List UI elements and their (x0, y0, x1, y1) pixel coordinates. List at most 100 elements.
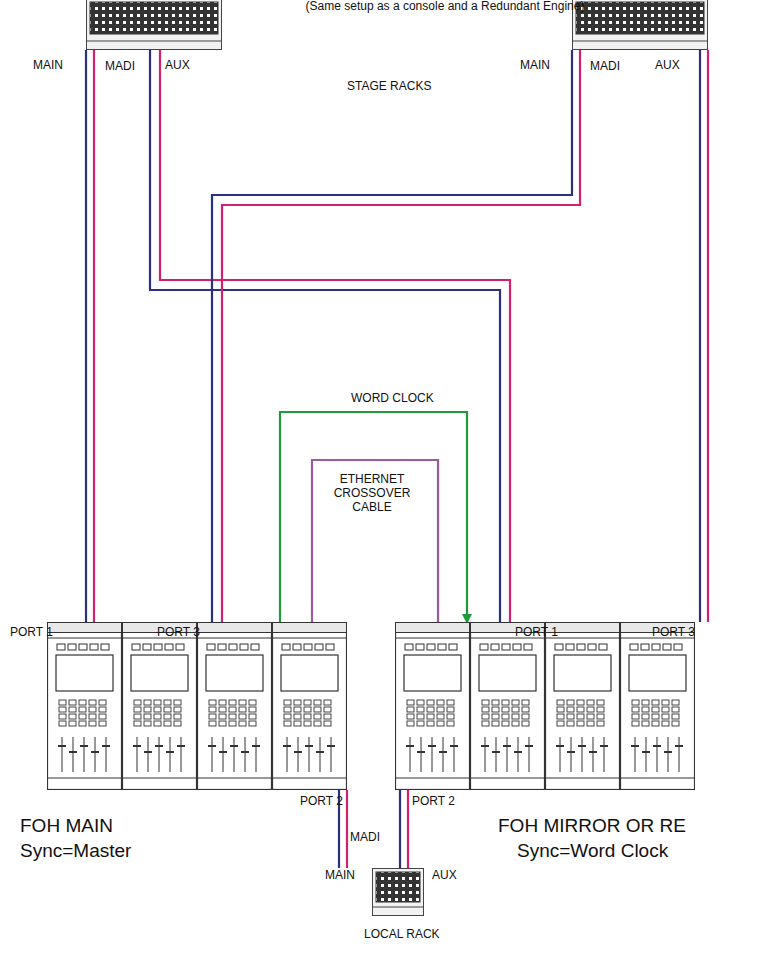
stage-rack: MAINMADIAUX (572, 0, 708, 50)
drawing-stroke (89, 700, 96, 705)
drawing-stroke (631, 745, 639, 747)
drawing-stroke (587, 700, 594, 705)
drawing-stroke (209, 721, 216, 726)
drawing-stroke (154, 714, 161, 719)
drawing-stroke (294, 714, 301, 719)
drawing-stroke (502, 714, 509, 719)
drawing-stroke (219, 714, 226, 719)
drawing-stroke (407, 714, 414, 719)
drawing-stroke (99, 714, 106, 719)
drawing-stroke (79, 700, 86, 705)
port-label: LOCAL RACK (364, 927, 440, 941)
cable-stroke (399, 790, 401, 868)
drawing-stroke (496, 737, 497, 772)
drawing-stroke (597, 700, 604, 705)
cable (700, 50, 708, 622)
drawing-stroke (577, 714, 584, 719)
console: FOH MAINSync=Master (47, 622, 347, 790)
drawing-stroke (396, 623, 470, 790)
drawing-stroke (567, 700, 574, 705)
drawing-stroke (229, 644, 237, 650)
drawing-stroke (59, 714, 66, 719)
drawing-stroke (417, 707, 424, 712)
cable-stroke (280, 412, 467, 622)
drawing-stroke (664, 751, 672, 753)
console-bay (545, 623, 620, 790)
drawing-stroke (597, 707, 604, 712)
drawing-stroke (679, 737, 680, 772)
stage-rack: MAINMADIAUX (86, 0, 222, 50)
drawing-stroke (284, 721, 291, 726)
rack-grid (576, 2, 704, 34)
drawing-stroke (283, 745, 291, 747)
drawing-stroke (662, 714, 669, 719)
rack-drawing (572, 0, 708, 50)
drawing-stroke (672, 721, 679, 726)
drawing-stroke (241, 751, 249, 753)
drawing-stroke (229, 721, 236, 726)
port-label: AUX (165, 58, 190, 72)
port-label: MAIN (33, 58, 63, 72)
drawing-stroke (492, 714, 499, 719)
rack-housing (373, 869, 424, 916)
drawing-stroke (122, 778, 197, 779)
drawing-stroke (298, 737, 299, 772)
drawing-stroke (132, 644, 140, 650)
port-label: PORT 3 (652, 625, 695, 639)
drawing-stroke (557, 721, 564, 726)
drawing-stroke (674, 644, 682, 650)
drawing-stroke (662, 721, 669, 726)
drawing-stroke (587, 714, 594, 719)
drawing-stroke (482, 714, 489, 719)
drawing-stroke (567, 751, 575, 753)
port-label: PORT 2 (300, 794, 343, 808)
drawing-stroke (327, 745, 335, 747)
cable-stroke (222, 50, 580, 622)
drawing-stroke (491, 644, 499, 650)
drawing-stroke (273, 623, 347, 790)
drawing-stroke (79, 644, 87, 650)
drawing-stroke (48, 623, 122, 633)
drawing-stroke (482, 707, 489, 712)
cable-stroke (312, 460, 438, 622)
drawing-stroke (58, 745, 66, 747)
drawing-stroke (324, 721, 331, 726)
cable (400, 790, 408, 868)
drawing-stroke (197, 778, 272, 779)
drawing-stroke (154, 700, 161, 705)
drawing-stroke (304, 707, 311, 712)
drawing-stroke (641, 644, 649, 650)
drawing-stroke (663, 644, 671, 650)
drawing-stroke (133, 745, 141, 747)
console: FOH MIRROR OR RESync=Word Clock (395, 622, 695, 790)
cable-stroke (85, 50, 87, 622)
drawing-stroke (629, 655, 686, 691)
drawing-stroke (502, 644, 510, 650)
drawing-stroke (447, 721, 454, 726)
drawing-stroke (79, 714, 86, 719)
drawing-stroke (252, 745, 260, 747)
drawing-stroke (79, 721, 86, 726)
drawing-stroke (155, 745, 163, 747)
drawing-stroke (437, 714, 444, 719)
drawing-stroke (485, 737, 486, 772)
drawing-stroke (80, 745, 88, 747)
drawing-stroke (662, 700, 669, 705)
cable-stroke (346, 790, 348, 868)
cable-stroke (407, 790, 409, 868)
drawing-stroke (522, 707, 529, 712)
console-bay (470, 623, 545, 790)
drawing-stroke (309, 737, 310, 772)
drawing-stroke (134, 714, 141, 719)
port-label: MADI (590, 59, 620, 73)
drawing-stroke (513, 644, 521, 650)
drawing-stroke (294, 751, 302, 753)
drawing-stroke (668, 737, 669, 772)
drawing-stroke (578, 745, 586, 747)
drawing-stroke (164, 721, 171, 726)
drawing-stroke (48, 623, 122, 790)
drawing-stroke (480, 644, 488, 650)
drawing-stroke (646, 737, 647, 772)
drawing-stroke (502, 721, 509, 726)
drawing-stroke (174, 721, 181, 726)
